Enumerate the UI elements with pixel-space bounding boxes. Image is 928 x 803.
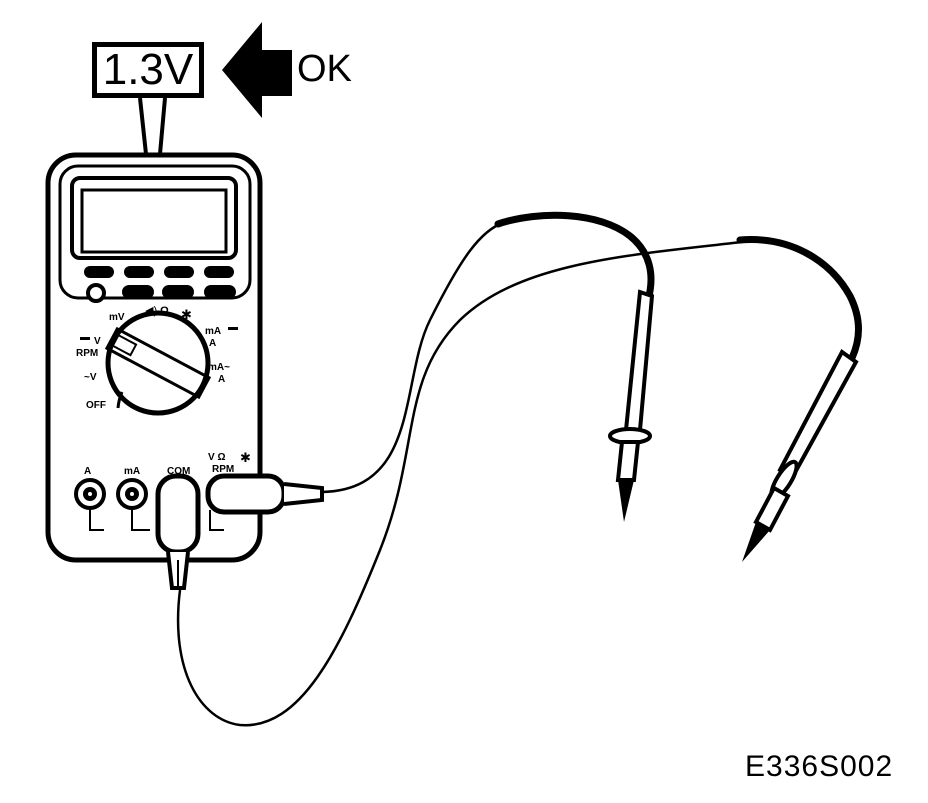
lcd-screen: [80, 188, 228, 254]
dial-label-a-dc: A: [209, 338, 216, 349]
jack-label-com: COM: [167, 466, 190, 477]
jack-label-ma: mA: [124, 466, 140, 477]
diode-icon: ✱: [181, 307, 192, 322]
diode-icon-jack: ✱: [240, 450, 251, 465]
dial-label-rpm: RPM: [76, 348, 98, 359]
ok-verdict-label: OK: [297, 48, 352, 90]
meter-reading-callout: 1.3V: [92, 42, 204, 98]
dial-label-ma-dc: mA: [205, 326, 221, 337]
right-test-probe: [736, 236, 862, 562]
meter-reading-value: 1.3V: [102, 45, 194, 94]
dial-label-mv: mV: [109, 312, 125, 323]
v-probe-plug: [205, 473, 324, 515]
input-jacks: [74, 478, 224, 531]
probe-leads: [176, 220, 743, 727]
meter-buttons: [84, 266, 236, 303]
dial-label-a-ac: A: [218, 374, 225, 385]
ok-arrow-icon: [222, 22, 292, 118]
jack-label-v-ohm: V Ω: [208, 452, 225, 463]
jack-label-a: A: [84, 466, 91, 477]
dial-label-v-dc: V: [94, 336, 101, 347]
jack-labels: A mA COM V Ω ✱ RPM: [84, 450, 251, 477]
dc-symbol-icon-v: [80, 337, 90, 340]
dial-label-ac-v: ~V: [84, 372, 97, 383]
dial-label-ohm: Ω: [160, 305, 169, 317]
dial-label-off: OFF: [86, 400, 106, 411]
dial-labels: mV ◀) Ω ✱ mA A V RPM ~V mA~ A OFF: [76, 305, 238, 411]
speaker-icon: ◀): [145, 305, 157, 317]
rotary-selector-dial: [104, 310, 212, 416]
com-probe-plug: [155, 473, 201, 590]
dial-label-ma-ac: mA~: [208, 362, 230, 373]
figure-code: E336S002: [745, 750, 894, 783]
dc-symbol-icon: [228, 327, 238, 330]
jack-label-rpm: RPM: [212, 464, 234, 475]
left-test-probe: [494, 211, 655, 522]
